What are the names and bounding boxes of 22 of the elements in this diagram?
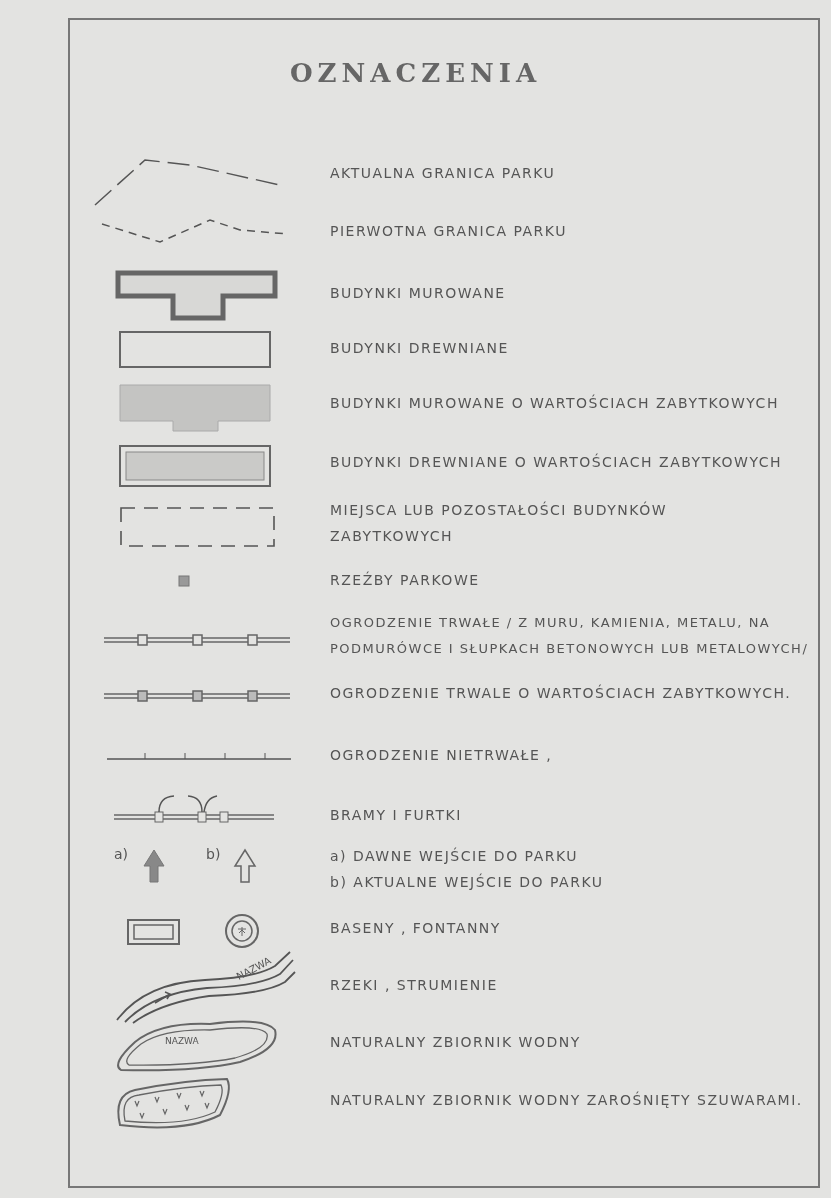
name-placeholder-label: NAZWA	[165, 1036, 199, 1046]
legend-text: BUDYNKI MUROWANE O WARTOŚCIACH ZABYTKOWYCH	[330, 393, 779, 413]
legend-text: RZEŹBY PARKOWE	[330, 570, 480, 590]
legend-text: OGRODZENIE TRWAŁE / Z MURU, KAMIENIA, METALU, NA PODMURÓWCE I SŁUPKACH BETONOWYCH LUB METALOWYCH/	[330, 614, 810, 658]
legend-text: a) DAWNE WEJŚCIE DO PARKU	[330, 846, 578, 866]
legend-text: RZEKI , STRUMIENIE	[330, 976, 498, 995]
option-letter: a)	[114, 846, 129, 862]
legend-text: OGRODZENIE NIETRWAŁE ,	[330, 746, 553, 765]
legend-text: BUDYNKI DREWNIANE O WARTOŚCIACH ZABYTKOWYCH	[330, 452, 783, 472]
legend-text: AKTUALNA GRANICA PARKU	[330, 164, 556, 183]
legend-text: BRAMY I FURTKI	[330, 806, 462, 825]
legend-text: PIERWOTNA GRANICA PARKU	[330, 222, 567, 241]
legend-text: BUDYNKI DREWNIANE	[330, 339, 509, 358]
legend-text: b) AKTUALNE WEJŚCIE DO PARKU	[330, 872, 604, 892]
legend-text: OGRODZENIE TRWALE O WARTOŚCIACH ZABYTKOWYCH.	[330, 683, 792, 703]
title: OZNACZENIA	[288, 58, 543, 88]
option-letter: b)	[206, 846, 221, 862]
legend-text: BASENY , FONTANNY	[330, 919, 501, 938]
legend-text: BUDYNKI MUROWANE	[330, 284, 506, 303]
legend-text: NATURALNY ZBIORNIK WODNY ZAROŚNIĘTY SZUWARAMI.	[330, 1090, 803, 1110]
legend-text: MIEJSCA LUB POZOSTAŁOŚCI BUDYNKÓW ZABYTKOWYCH	[330, 500, 669, 546]
legend-text: NATURALNY ZBIORNIK WODNY	[330, 1033, 581, 1052]
